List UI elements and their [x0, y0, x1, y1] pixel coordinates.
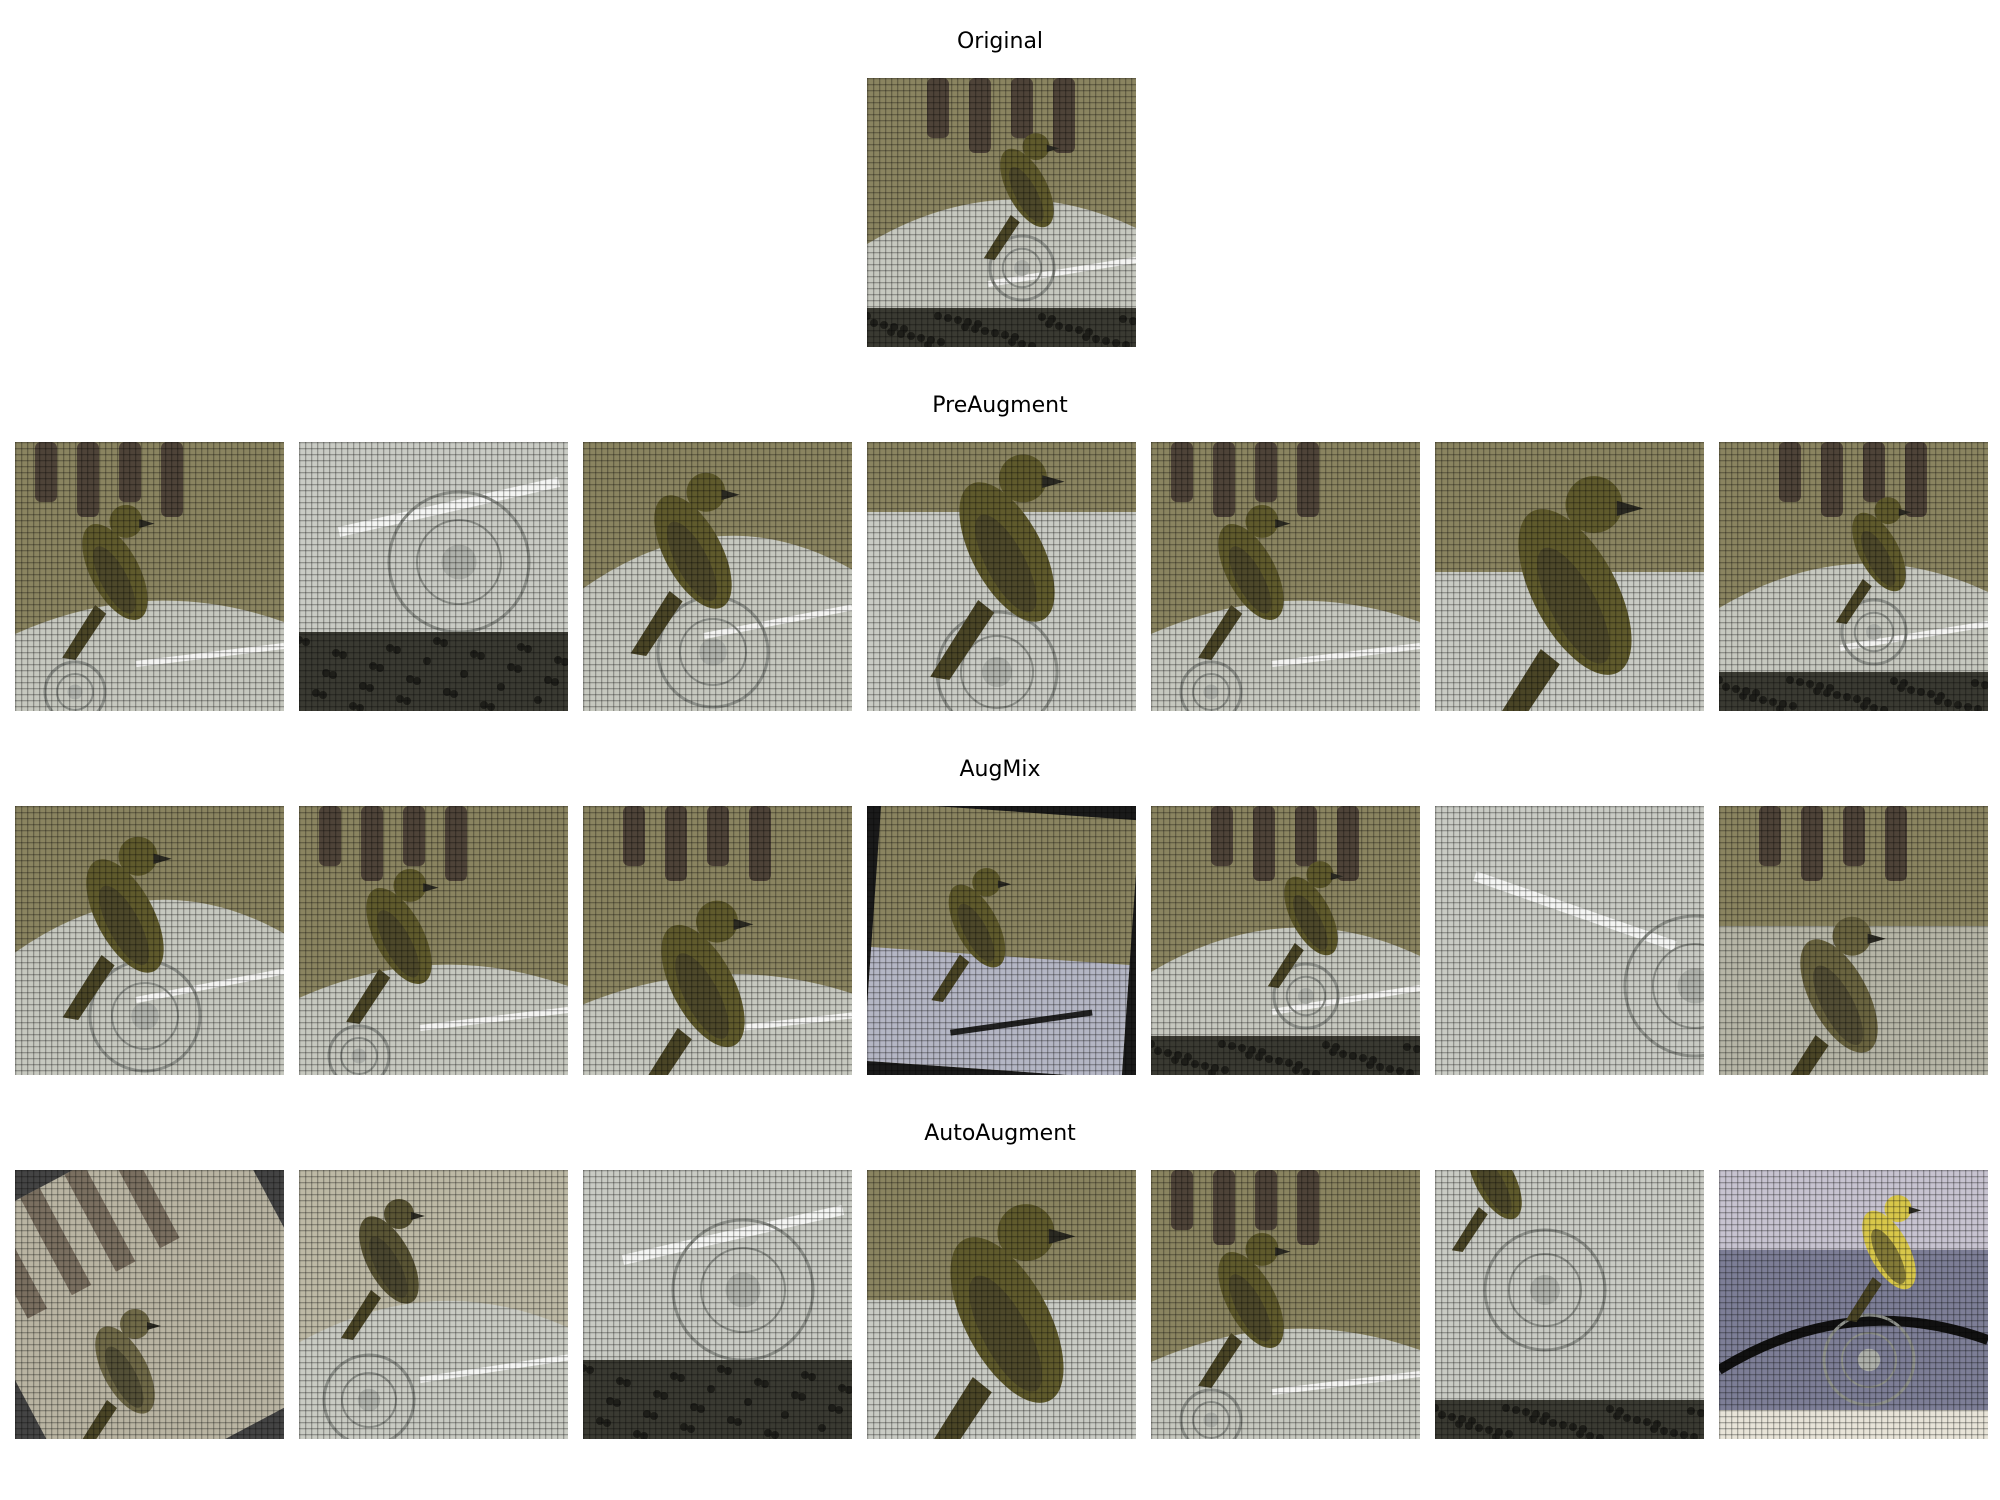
bird-image [1719, 1170, 1988, 1439]
augmented-image [15, 806, 284, 1075]
bird-image [867, 806, 1136, 1075]
bird-image [1151, 806, 1420, 1075]
augmented-image [867, 1170, 1136, 1439]
bird-image [867, 78, 1136, 347]
bird-image [15, 806, 284, 1075]
augmented-image [1719, 442, 1988, 711]
augmented-image [583, 442, 852, 711]
bird-image [867, 442, 1136, 711]
augmented-image [1719, 1170, 1988, 1439]
bird-image [15, 1170, 284, 1439]
bird-image [299, 1170, 568, 1439]
augmented-image [299, 806, 568, 1075]
bird-image [1719, 806, 1988, 1075]
bird-image [15, 442, 284, 711]
augmented-image [299, 442, 568, 711]
augmented-image [1151, 442, 1420, 711]
augmented-image [867, 442, 1136, 711]
augmented-image [15, 1170, 284, 1439]
augmented-image [583, 806, 852, 1075]
augmented-image [867, 806, 1136, 1075]
bird-image [867, 1170, 1136, 1439]
augmented-image [15, 442, 284, 711]
bird-image [1151, 442, 1420, 711]
bird-image [583, 806, 852, 1075]
augmented-image [1435, 442, 1704, 711]
augmented-image [1151, 806, 1420, 1075]
bird-image [1435, 1170, 1704, 1439]
bird-image [583, 1170, 852, 1439]
augmented-image [1151, 1170, 1420, 1439]
bird-image [1719, 442, 1988, 711]
augmented-image [1719, 806, 1988, 1075]
bird-image [1435, 442, 1704, 711]
augmented-image [299, 1170, 568, 1439]
row-title: AutoAugment [924, 1121, 1076, 1146]
row-title: PreAugment [932, 393, 1068, 418]
bird-image [583, 442, 852, 711]
augmented-image [583, 1170, 852, 1439]
bird-image [1151, 1170, 1420, 1439]
augmented-image [1435, 806, 1704, 1075]
row-title: Original [956, 29, 1044, 54]
row-title: AugMix [959, 757, 1041, 782]
bird-image [299, 442, 568, 711]
augmented-image [1435, 1170, 1704, 1439]
bird-image [299, 806, 568, 1075]
bird-image [1435, 806, 1704, 1075]
augmented-image [867, 78, 1136, 347]
